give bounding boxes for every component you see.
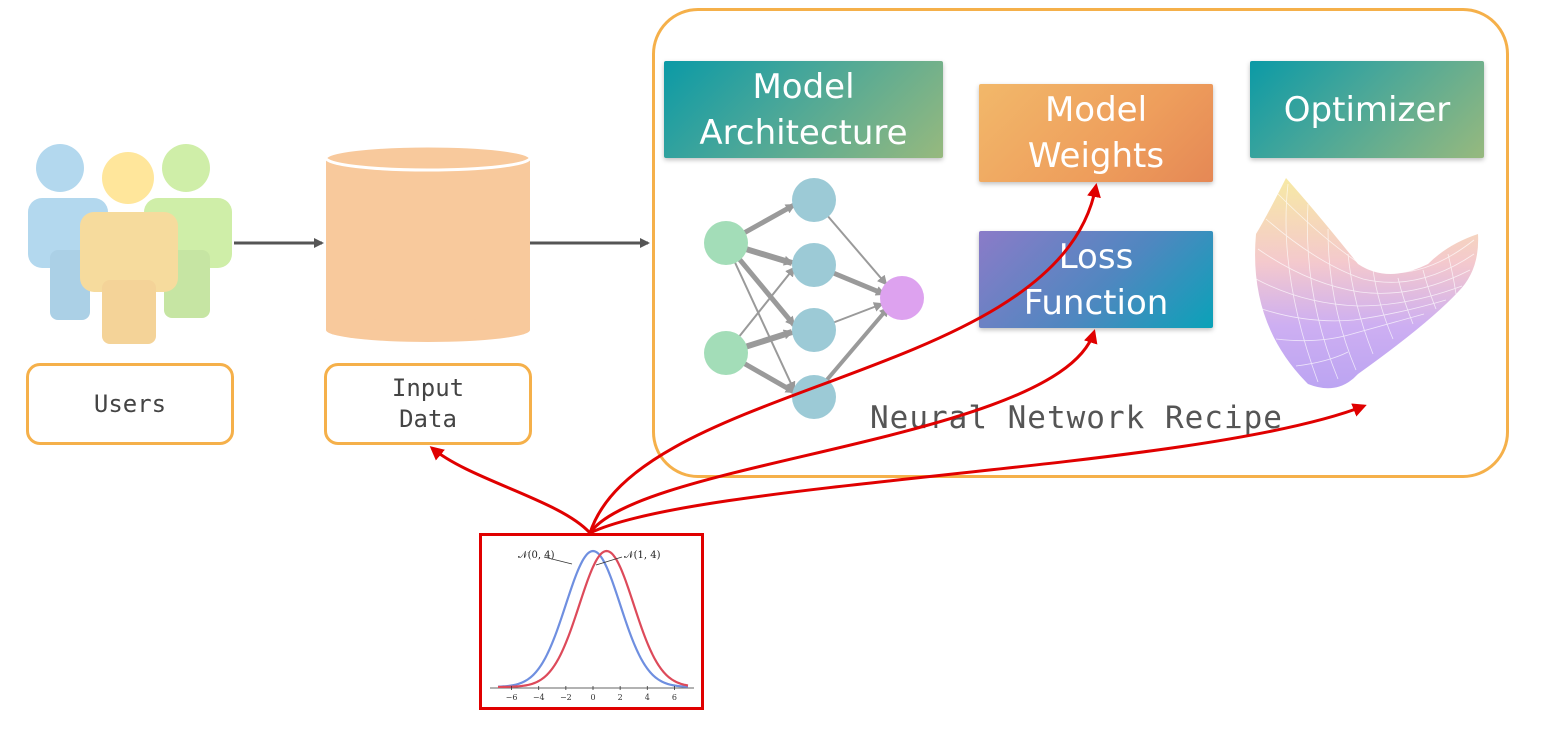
input-node [704,221,748,265]
x-tick-label: 6 [672,693,677,702]
arrow-to-optimizer [589,403,1367,535]
neural-network-recipe-frame [652,8,1509,478]
hidden-node [792,375,836,419]
x-tick-label: −4 [533,693,545,702]
x-tick-label: 2 [618,693,623,702]
curve-label-right: 𝒩(1, 4) [624,550,661,561]
distribution-plot: −6 −4 −2 0 2 4 6 𝒩(0, 4) 𝒩(1, 4) [479,533,704,710]
normal-curve-1-4 [497,549,689,689]
x-tick-label: −2 [560,693,572,702]
curve-label-left: 𝒩(0, 4) [518,550,555,561]
arrow-to-model-weights [588,183,1101,534]
gaussian-curves: −6 −4 −2 0 2 4 6 𝒩(0, 4) 𝒩(1, 4) [490,549,694,702]
hidden-node [792,243,836,287]
arrow-to-input-data [429,446,592,535]
x-tick-label: 4 [645,693,650,702]
neural-network-recipe-caption: Neural Network Recipe [870,400,1283,436]
optimizer-card: Optimizer [1250,61,1484,158]
x-tick-label: 0 [590,693,595,702]
arrow-to-loss-function [588,329,1098,534]
users-label: Users [26,363,234,445]
x-axis-ticks: −6 −4 −2 0 2 4 6 [506,686,677,702]
input-data-label: Input Data [324,363,532,445]
model-weights-card: Model Weights [979,84,1213,182]
database-icon [324,144,532,342]
x-tick-label: −6 [506,693,518,702]
normal-curve-0-4 [497,549,689,688]
model-architecture-card: Model Architecture [664,61,943,158]
hidden-node [792,308,836,352]
loss-surface-plot [1255,178,1479,389]
neural-network-graph [704,178,924,419]
input-node [704,331,748,375]
output-node [880,276,924,320]
hidden-node [792,178,836,222]
users-icon [28,144,232,344]
